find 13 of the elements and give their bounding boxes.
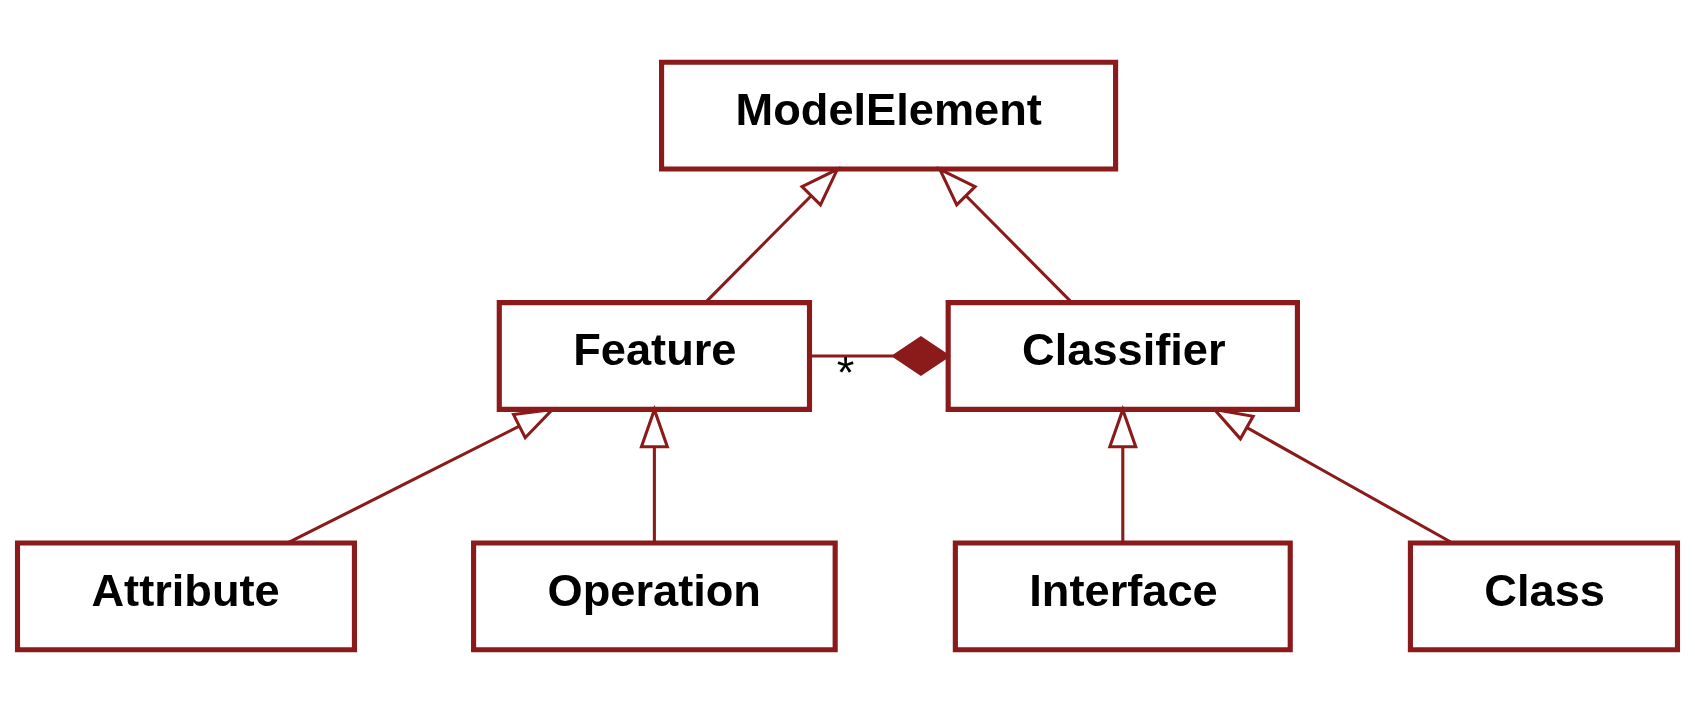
edge-label: * [836, 346, 855, 398]
connector [809, 335, 951, 376]
node-box: Operation [471, 539, 838, 652]
node-box: Classifier [945, 299, 1300, 412]
node-box: Class [1407, 539, 1681, 652]
node-box: Attribute [14, 539, 357, 652]
node-box: ModelElement [659, 59, 1119, 172]
arrow [704, 165, 841, 303]
arrow [936, 165, 1073, 303]
arrow [639, 404, 670, 542]
node-box: Interface [952, 539, 1293, 652]
node-box: Feature [496, 299, 813, 412]
arrow [1107, 404, 1138, 542]
